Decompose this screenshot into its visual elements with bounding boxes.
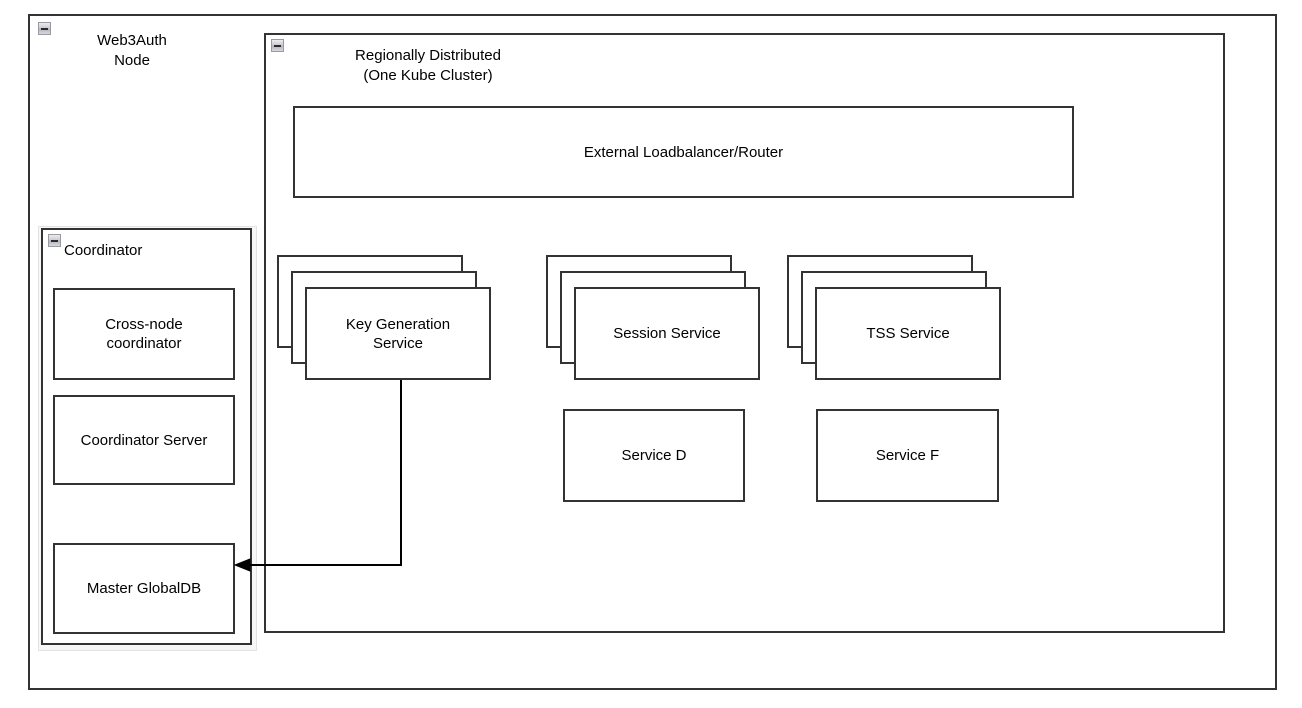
- stack-tss-service[interactable]: TSS Service: [787, 255, 1001, 380]
- node-label-service-d: Service D: [621, 447, 687, 464]
- node-label-master-globaldb: Master GlobalDB: [86, 580, 202, 597]
- collapse-minus-icon-kube-cluster[interactable]: [271, 39, 284, 52]
- node-label-session-service: Session Service: [613, 325, 721, 342]
- node-label-coordinator-server: Coordinator Server: [80, 431, 208, 449]
- stack-layer-front[interactable]: TSS Service: [815, 287, 1001, 380]
- node-master-globaldb[interactable]: Master GlobalDB: [53, 543, 235, 634]
- node-label-service-f: Service F: [875, 447, 940, 464]
- node-label-external-loadbalancer-router: External Loadbalancer/Router: [583, 143, 784, 161]
- stack-key-generation-service[interactable]: Key Generation Service: [277, 255, 491, 380]
- container-label-kube-cluster: Regionally Distributed (One Kube Cluster…: [355, 47, 501, 84]
- node-label-key-generation-service: Key Generation Service: [345, 315, 451, 352]
- node-coordinator-server[interactable]: Coordinator Server: [53, 395, 235, 485]
- collapse-minus-icon-coordinator[interactable]: [48, 234, 61, 247]
- container-label-coordinator: Coordinator: [64, 242, 143, 259]
- node-service-f[interactable]: Service F: [816, 409, 999, 502]
- node-label-tss-service: TSS Service: [866, 325, 950, 342]
- stack-session-service[interactable]: Session Service: [546, 255, 760, 380]
- node-label-cross-node-coordinator: Cross-node coordinator: [105, 316, 183, 352]
- node-external-loadbalancer-router[interactable]: External Loadbalancer/Router: [293, 106, 1074, 198]
- node-cross-node-coordinator[interactable]: Cross-node coordinator: [53, 288, 235, 380]
- stack-layer-front[interactable]: Key Generation Service: [305, 287, 491, 380]
- collapse-minus-icon-web3auth-node[interactable]: [38, 22, 51, 35]
- stack-layer-front[interactable]: Session Service: [574, 287, 760, 380]
- container-label-web3auth-node: Web3Auth Node: [97, 32, 167, 69]
- node-service-d[interactable]: Service D: [563, 409, 745, 502]
